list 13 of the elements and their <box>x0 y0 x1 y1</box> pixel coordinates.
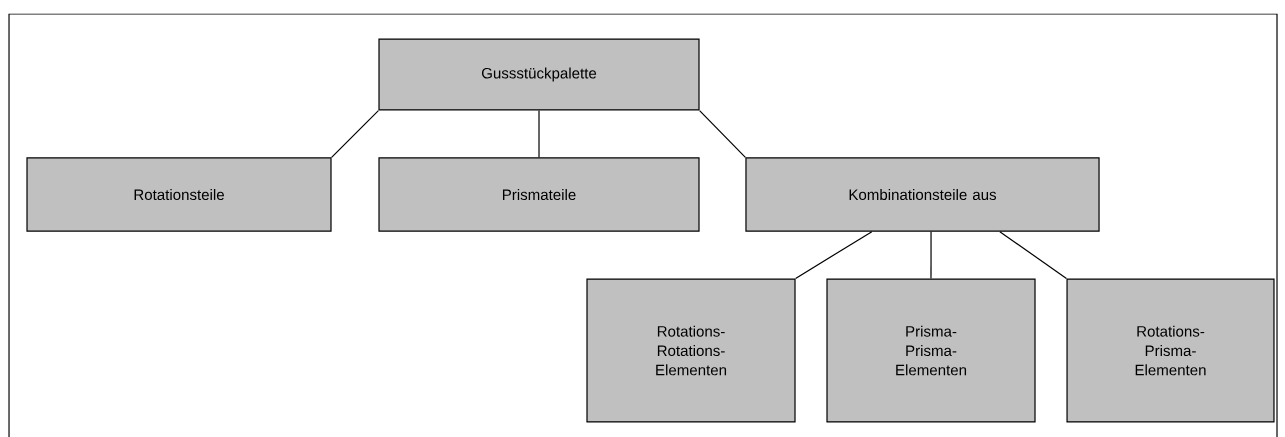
category-box: Rotationsteile <box>26 157 332 232</box>
connector-line <box>538 109 540 158</box>
connector-line <box>331 109 379 158</box>
category-box: Kombinationsteile aus <box>745 157 1100 232</box>
category-box: Rotations- Rotations- Elementen <box>586 278 796 423</box>
connector-line <box>930 231 932 280</box>
connector-line <box>699 109 746 158</box>
category-box: Rotations- Prisma- Elementen <box>1066 278 1275 423</box>
category-box: Prismateile <box>378 157 700 232</box>
connector-line <box>999 231 1068 280</box>
connector-line <box>795 231 873 280</box>
category-box: Prisma- Prisma- Elementen <box>826 278 1036 423</box>
category-box: Gussstückpalette <box>378 38 700 111</box>
